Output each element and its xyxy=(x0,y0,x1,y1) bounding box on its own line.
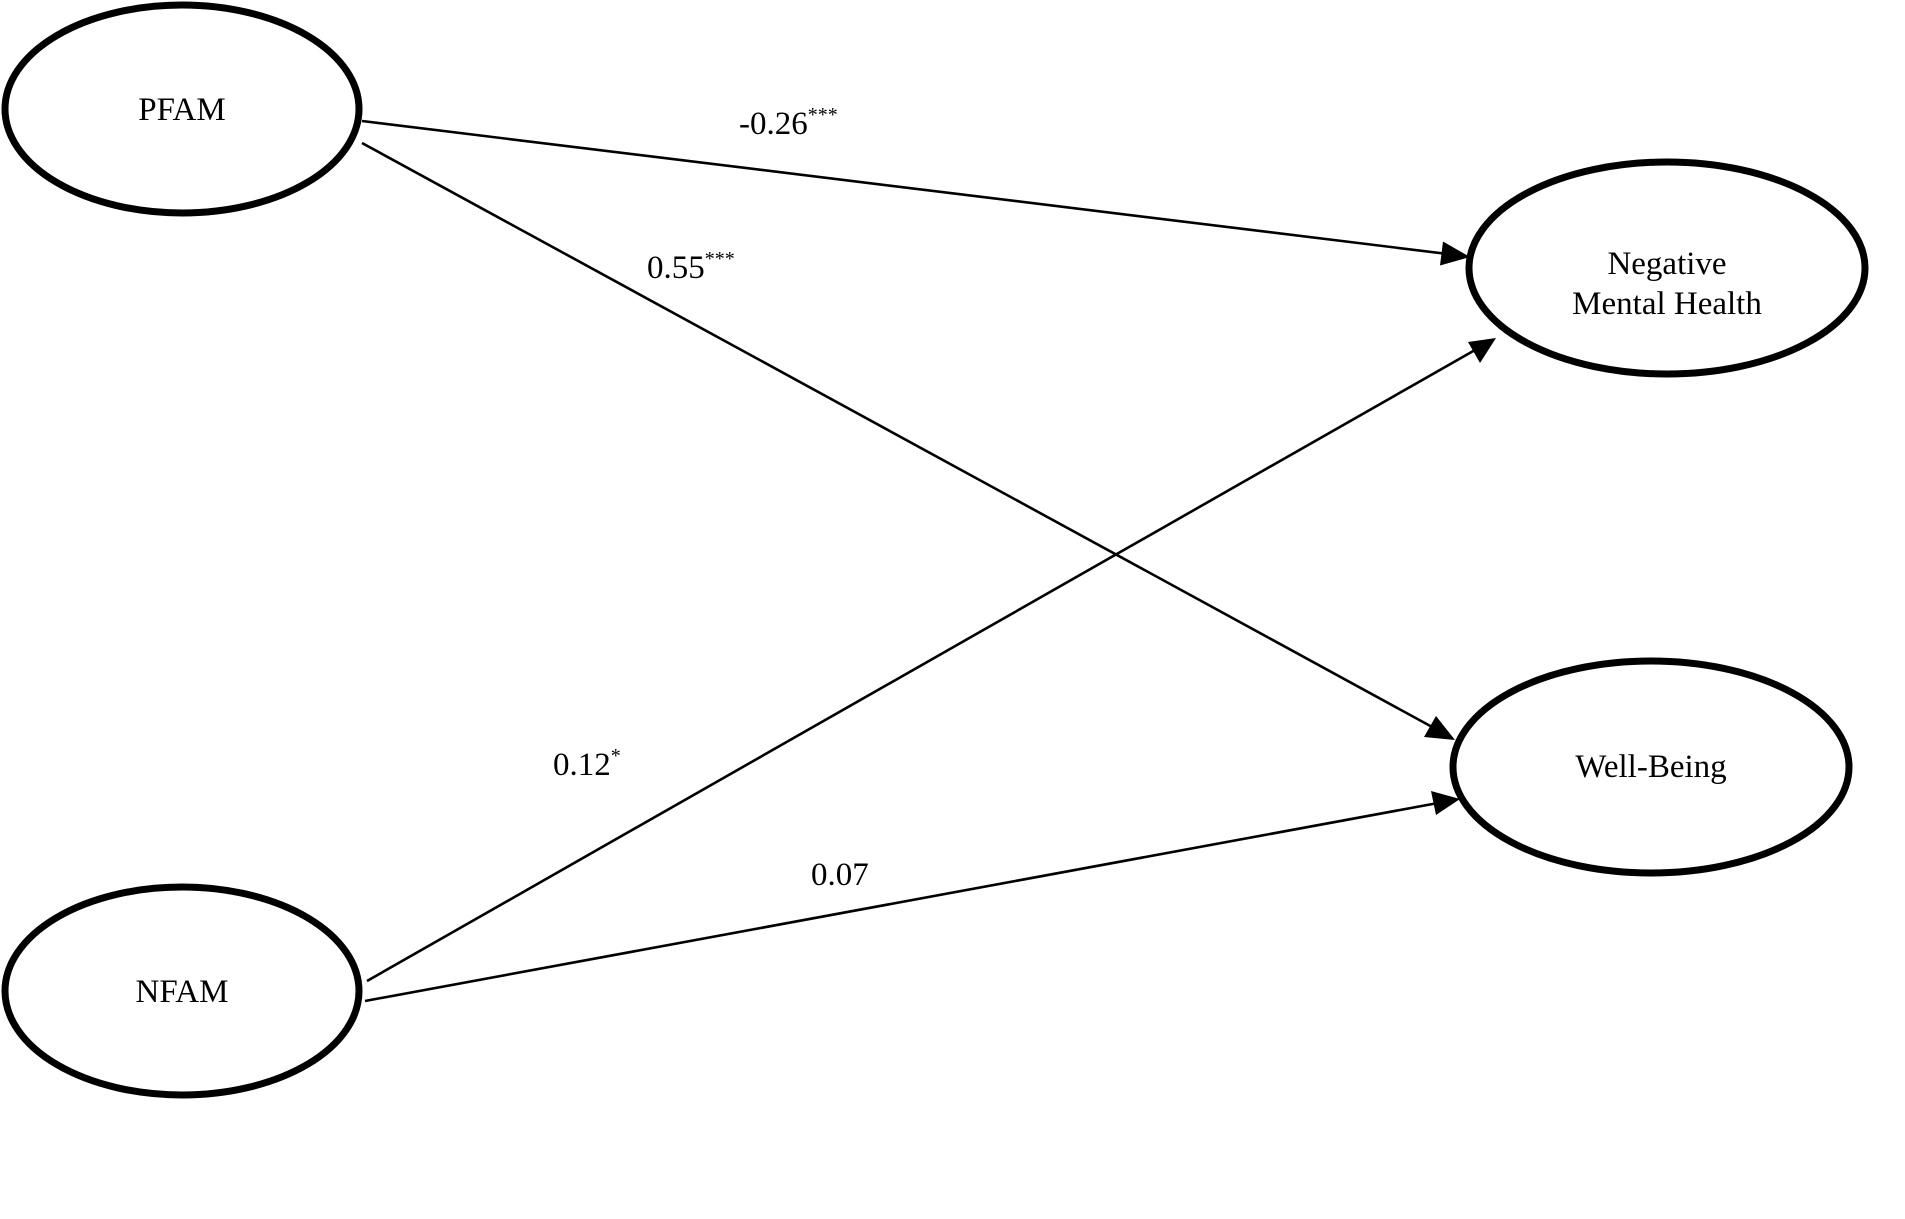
coef-nfam-to-well-being: 0.07 xyxy=(811,857,869,893)
node-pfam-label: PFAM xyxy=(138,92,225,128)
path-arrows xyxy=(361,119,1496,1003)
node-negative-mental-health-ellipse xyxy=(1465,158,1869,378)
coef-nfam-to-negative-mental-health: 0.12* xyxy=(553,745,621,783)
node-pfam-ellipse xyxy=(1,1,363,217)
arrow-pfam-to-well-being xyxy=(361,141,1435,730)
arrow-nfam-to-negative-mental-health xyxy=(366,348,1476,983)
arrowhead-pfam-to-well-being xyxy=(1424,716,1455,740)
coef-nfam-to-well-being-value: 0.07 xyxy=(811,857,869,893)
arrowhead-nfam-to-negative-mental-health xyxy=(1468,338,1496,363)
arrow-nfam-to-well-being xyxy=(364,801,1439,1003)
arrow-pfam-to-negative-mental-health xyxy=(361,119,1449,256)
node-well-being-ellipse xyxy=(1449,657,1853,877)
coef-pfam-to-well-being-value: 0.55 xyxy=(647,250,705,286)
node-negative-mental-health-label-line1: Negative xyxy=(1607,246,1726,282)
node-nfam-ellipse xyxy=(1,883,363,1099)
node-pfam: PFAM xyxy=(1,1,363,217)
coef-pfam-to-negative-mental-health: -0.26*** xyxy=(739,104,838,142)
coef-pfam-to-well-being-sig: *** xyxy=(705,248,735,270)
coef-nfam-to-negative-mental-health-sig: * xyxy=(611,745,621,767)
node-well-being: Well-Being xyxy=(1449,657,1853,877)
coef-nfam-to-negative-mental-health-value: 0.12 xyxy=(553,747,611,783)
node-negative-mental-health-label-line2: Mental Health xyxy=(1572,286,1762,322)
coef-pfam-to-negative-mental-health-sig: *** xyxy=(808,104,838,126)
coef-pfam-to-well-being: 0.55*** xyxy=(647,248,735,286)
node-well-being-label: Well-Being xyxy=(1575,749,1726,785)
arrowhead-nfam-to-well-being xyxy=(1431,791,1460,815)
node-negative-mental-health: Negative Mental Health xyxy=(1465,158,1869,378)
path-coefficients: -0.26*** 0.55*** 0.12* 0.07 xyxy=(553,104,869,893)
arrowhead-pfam-to-negative-mental-health xyxy=(1440,241,1470,266)
node-nfam: NFAM xyxy=(1,883,363,1099)
node-nfam-label: NFAM xyxy=(136,974,229,1010)
coef-pfam-to-negative-mental-health-value: -0.26 xyxy=(739,106,808,142)
